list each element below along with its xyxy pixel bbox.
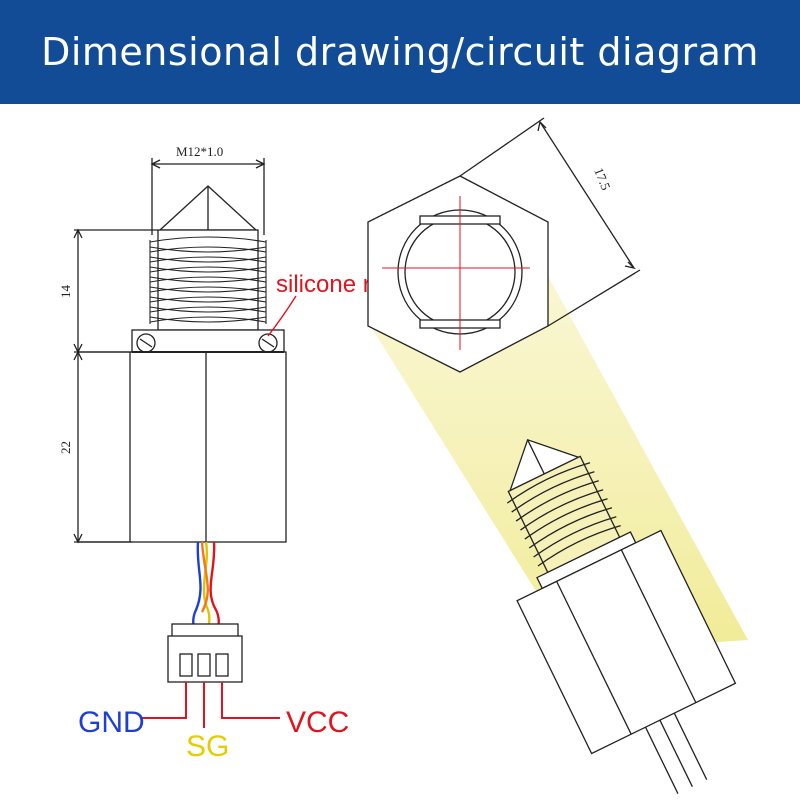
sg-label: SG xyxy=(186,730,229,763)
callout-leader xyxy=(267,295,297,337)
perspective-hex-body xyxy=(516,529,737,755)
wire-connector xyxy=(167,623,243,683)
wiring-lines xyxy=(140,682,280,728)
perspective-view xyxy=(506,438,737,794)
thread-lines xyxy=(149,236,267,324)
gnd-label: GND xyxy=(78,706,145,739)
thread-dimension xyxy=(150,158,266,235)
hex-width-dimension xyxy=(459,117,641,327)
hex-width-label: 17.5 xyxy=(591,166,613,193)
silicone-ring xyxy=(136,333,278,353)
center-crosshair xyxy=(382,196,530,350)
hex-outline xyxy=(367,175,549,373)
vcc-label: VCC xyxy=(286,706,349,739)
hex-body xyxy=(77,351,287,543)
title-banner: Dimensional drawing/circuit diagram xyxy=(0,0,800,104)
lower-height-label: 22 xyxy=(58,441,73,454)
upper-height-label: 14 xyxy=(58,285,73,299)
thread-dimension-label: M12*1.0 xyxy=(176,144,223,159)
top-view xyxy=(367,117,641,373)
height-dimensions xyxy=(73,228,158,544)
page-title: Dimensional drawing/circuit diagram xyxy=(41,30,759,74)
side-view xyxy=(73,158,287,683)
